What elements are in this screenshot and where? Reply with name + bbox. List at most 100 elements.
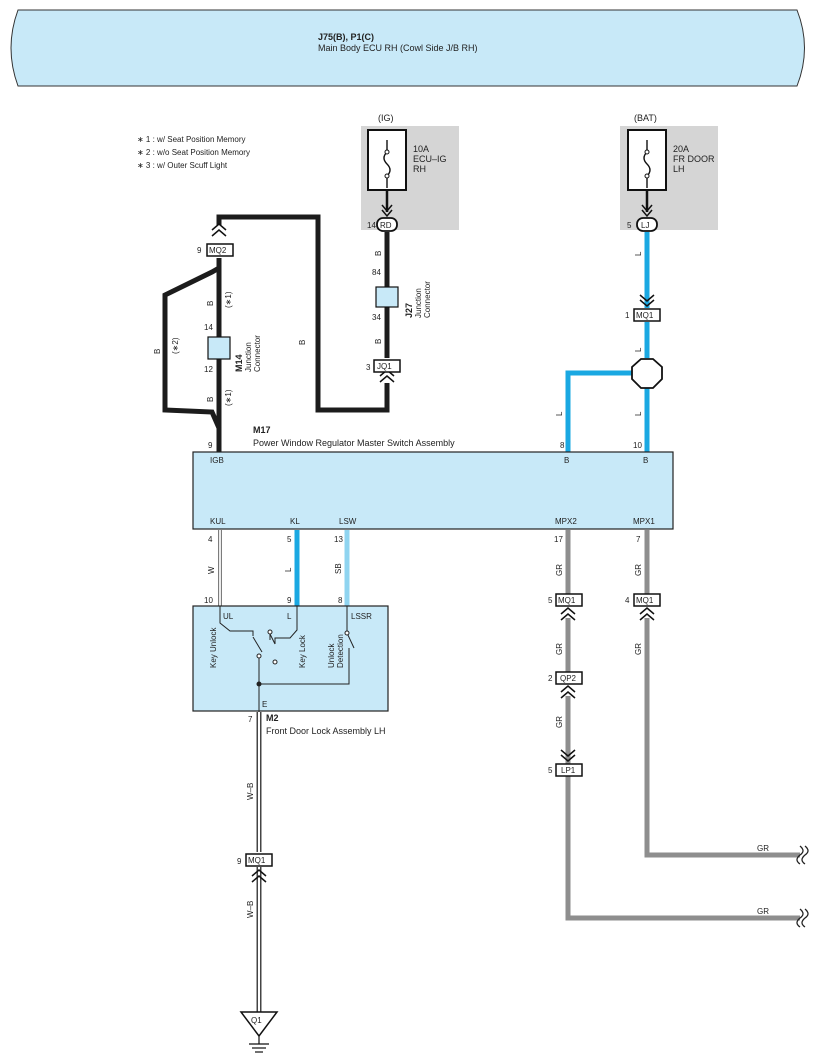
fuse-bat-amp: 20A (673, 144, 689, 154)
m2-pin-ul: 10 (204, 596, 213, 605)
m2-name: Front Door Lock Assembly LH (266, 726, 386, 736)
fuse-ig-amp: 10A (413, 144, 429, 154)
m2-term-lssr: LSSR (351, 612, 372, 621)
mq1-ground-name: MQ1 (248, 856, 266, 865)
m14-label2: Connector (253, 335, 262, 372)
wire-label-b-ig2: B (374, 339, 383, 344)
m17-term-kul: KUL (210, 517, 226, 526)
wire-label-sb: SB (334, 563, 343, 574)
m2-switch-circuits (219, 606, 355, 712)
m17-pin-lsw: 13 (334, 535, 343, 544)
connector-mq2: 9 MQ2 (197, 243, 234, 257)
fuse-ig-source: (IG) (378, 113, 394, 123)
fuse-bat-name2: LH (673, 164, 685, 174)
m17-pin-b2: 10 (633, 441, 642, 450)
m14-box (207, 336, 231, 360)
wire-label-wb1: W–B (246, 783, 255, 800)
m14-pin-bottom: 12 (204, 365, 213, 374)
wire-label-l-bat3: L (634, 411, 643, 416)
fuse-fr-door: (BAT) 20A FR DOOR LH 5 LJ (620, 113, 718, 232)
j27-label2: Connector (423, 281, 432, 318)
connector-lj-label: LJ (641, 221, 649, 230)
connector-lp1: 5 LP1 (548, 763, 583, 777)
m2-pin-lssr: 8 (338, 596, 343, 605)
j27-id: J27 (404, 303, 414, 318)
wire-label-l-bat2: L (634, 347, 643, 352)
junction-m14: 14 12 M14 Junction Connector (204, 323, 262, 374)
wire-label-b-m14-bottom: B (206, 397, 215, 402)
m2-switch-unlock: Unlock (327, 643, 336, 668)
wire-label-wb2: W–B (246, 901, 255, 918)
connector-rd-label: RD (380, 221, 392, 230)
m2-switch-key-unlock: Key Unlock (209, 627, 218, 668)
m17-term-kl: KL (290, 517, 300, 526)
wire-label-l-bat1: L (634, 251, 643, 256)
wire-label-l-kl: L (284, 567, 293, 572)
mq1-mpx2-name: MQ1 (558, 596, 576, 605)
fuse-ig-name1: ECU–IG (413, 154, 447, 164)
fuse-ecu-ig: (IG) 10A ECU–IG RH 14 RD (361, 113, 459, 232)
wire-label-gr6: GR (757, 844, 769, 853)
m17-term-b2: B (643, 456, 648, 465)
blue-wire-arrows (639, 294, 655, 307)
wire-note-2: (∗2) (171, 337, 180, 354)
m2-id: M2 (266, 713, 279, 723)
fuse-ig-element-icon (383, 140, 391, 188)
m17-box (192, 451, 674, 530)
ground-name: Q1 (251, 1016, 262, 1025)
mq1-mpx1-pin: 4 (625, 596, 630, 605)
lp1-pin: 5 (548, 766, 553, 775)
fuse-ig-name2: RH (413, 164, 426, 174)
j27-pin-bottom: 34 (372, 313, 381, 322)
m2-junction-dot (256, 681, 262, 687)
wire-label-gr4: GR (634, 643, 643, 655)
j27-pin-top: 84 (372, 268, 381, 277)
jq1-name: JQ1 (377, 362, 392, 371)
lp1-name: LP1 (561, 766, 576, 775)
note-1: ∗ 1 : w/ Seat Position Memory (137, 135, 246, 144)
wire-label-b-bypass: B (153, 349, 162, 354)
m17-master-switch: M17 Power Window Regulator Master Switch… (192, 425, 674, 544)
note-3: ∗ 3 : w/ Outer Scuff Light (137, 161, 228, 170)
wire-break-marks (796, 845, 809, 928)
mq1-top-pin: 1 (625, 311, 630, 320)
m17-pin-b1: 8 (560, 441, 565, 450)
m17-pin-mpx2: 17 (554, 535, 563, 544)
mq1-top-name: MQ1 (636, 311, 654, 320)
wire-label-gr2: GR (634, 564, 643, 576)
connector-mq1-ground: 9 MQ1 (237, 853, 273, 867)
m2-term-ul: UL (223, 612, 234, 621)
mq1-mpx2-pin: 5 (548, 596, 553, 605)
m17-pin-mpx1: 7 (636, 535, 641, 544)
m14-label1: Junction (244, 342, 253, 372)
connector-mq1-mpx2: 5 MQ1 (548, 593, 583, 607)
fuse-bat-pin: 5 (627, 221, 632, 230)
m2-pin-l: 9 (287, 596, 292, 605)
wire-label-gr5: GR (555, 716, 564, 728)
m14-id: M14 (234, 354, 244, 372)
fuse-bat-source: (BAT) (634, 113, 657, 123)
m2-door-lock: 10 9 8 UL L LSSR Key Unlock Key Lock Unl… (192, 596, 389, 736)
m17-term-igb: IGB (210, 456, 224, 465)
wire-label-b-loop: B (298, 340, 307, 345)
wire-label-gr3: GR (555, 643, 564, 655)
wire-label-gr7: GR (757, 907, 769, 916)
mq2-pin: 9 (197, 246, 202, 255)
m17-pin-kul: 4 (208, 535, 213, 544)
m17-term-b1: B (564, 456, 569, 465)
fuse-bat-name1: FR DOOR (673, 154, 715, 164)
fuse-bat-element-icon (643, 140, 651, 188)
wire-label-w: W (207, 566, 216, 574)
m17-name: Power Window Regulator Master Switch Ass… (253, 438, 455, 448)
m2-pin-e: 7 (248, 715, 253, 724)
connector-qp2: 2 QP2 (548, 671, 583, 685)
m14-pin-top: 14 (204, 323, 213, 332)
footnotes: ∗ 1 : w/ Seat Position Memory ∗ 2 : w/o … (137, 135, 250, 170)
connector-jq1: 3 JQ1 (366, 359, 401, 373)
mq2-name: MQ2 (209, 246, 227, 255)
ground-triangle (239, 1011, 279, 1038)
qp2-name: QP2 (560, 674, 577, 683)
j27-box (375, 286, 399, 308)
m17-term-lsw: LSW (339, 517, 357, 526)
